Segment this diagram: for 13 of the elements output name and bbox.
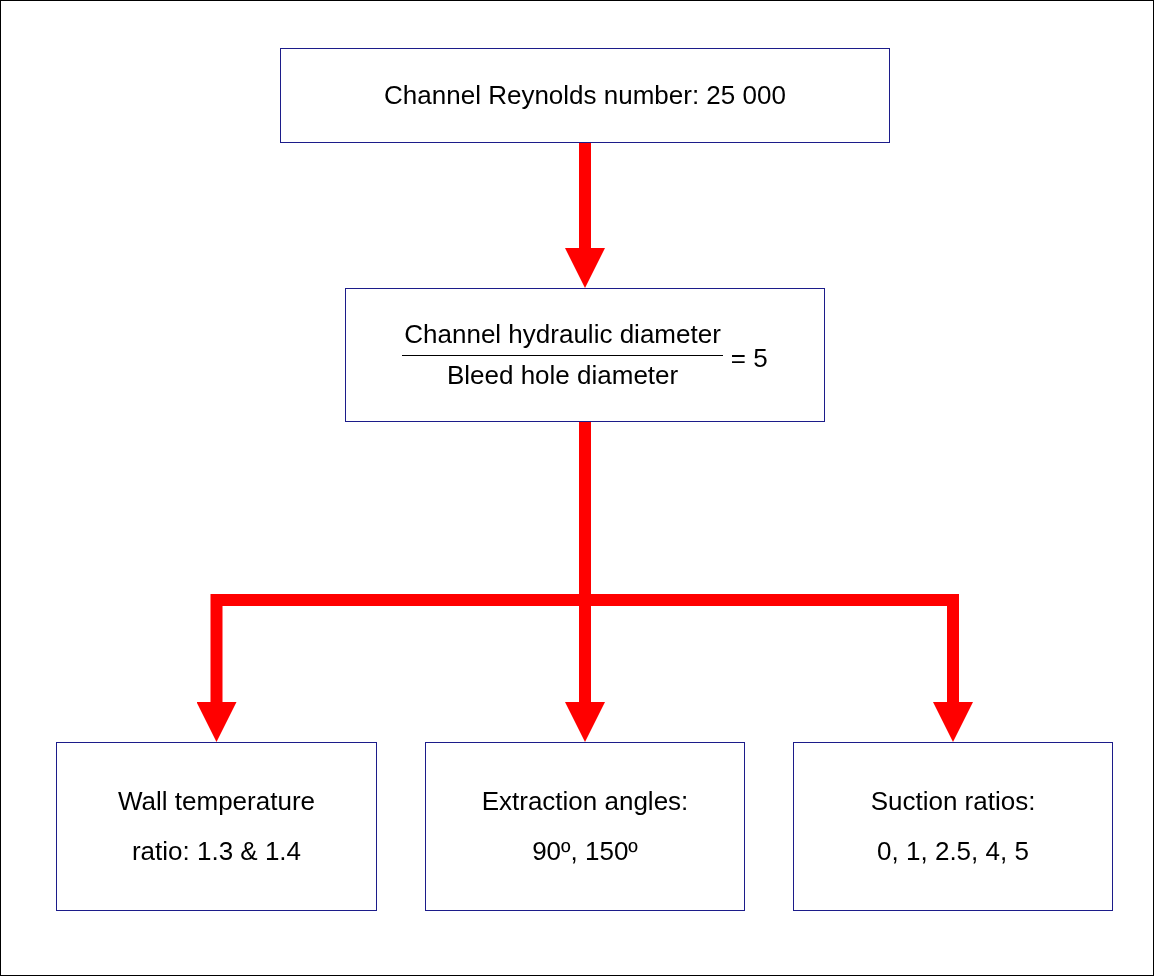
fraction-numerator: Channel hydraulic diameter — [402, 317, 723, 356]
process-box — [56, 742, 377, 911]
fraction-denominator: Bleed hole diameter — [446, 358, 679, 392]
process-box — [793, 742, 1113, 911]
process-box — [425, 742, 745, 911]
process-box — [280, 48, 890, 143]
node-text: Suction ratios: 0, 1, 2.5, 4, 5 — [869, 785, 1037, 868]
process-box — [345, 288, 825, 422]
node-text: Extraction angles: 90º, 150º — [480, 785, 690, 868]
node-text: Channel Reynolds number: 25 000 — [384, 78, 786, 112]
equation-value: = 5 — [730, 342, 768, 374]
node-text: Wall temperature ratio: 1.3 & 1.4 — [117, 785, 316, 868]
arrow — [565, 143, 605, 288]
